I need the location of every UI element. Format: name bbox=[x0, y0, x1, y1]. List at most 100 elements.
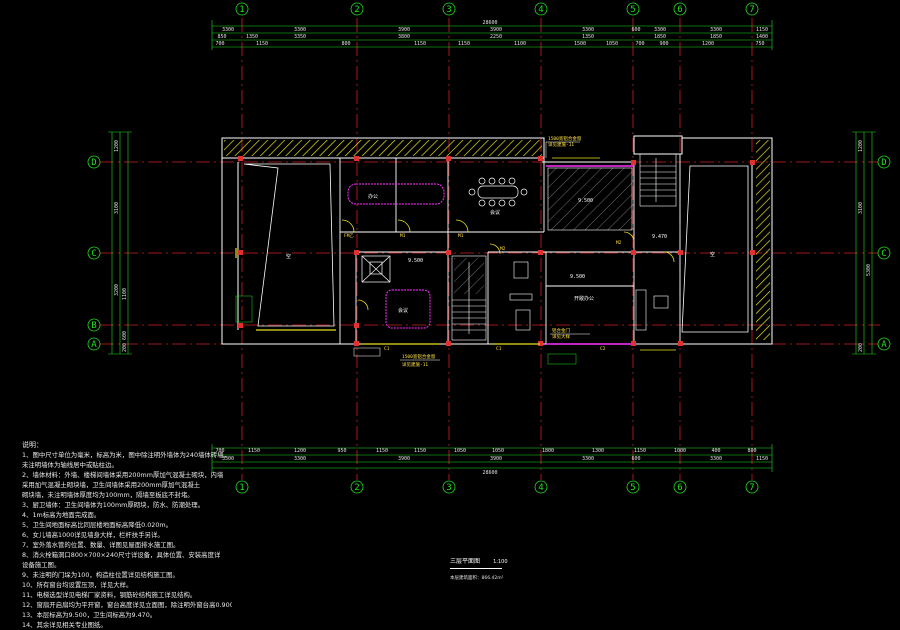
hatched-parapet-top bbox=[224, 140, 542, 156]
axis-label-2: 2 bbox=[354, 5, 359, 15]
room-label-meeting-small: 会议 bbox=[398, 307, 408, 314]
conference-tables bbox=[347, 165, 634, 345]
room-label-office: 办公 bbox=[368, 193, 378, 200]
stair-center-treads bbox=[452, 299, 486, 331]
svg-text:1150: 1150 bbox=[756, 27, 768, 33]
room-label-void-left: 空 bbox=[286, 253, 291, 260]
outer-walls bbox=[221, 135, 773, 345]
room-label-meeting: 会议 bbox=[490, 209, 500, 216]
svg-text:M2: M2 bbox=[616, 240, 622, 246]
svg-text:1150: 1150 bbox=[756, 456, 768, 462]
axis-label-1: 1 bbox=[239, 5, 244, 15]
svg-text:1150: 1150 bbox=[256, 41, 268, 47]
svg-text:1350: 1350 bbox=[582, 34, 594, 40]
door-tags: FM乙 M1 M1 M2 M2 C1 C1 C2 bbox=[344, 232, 622, 352]
svg-text:1050: 1050 bbox=[492, 448, 504, 454]
dimension-text-top: 28600 3300 3300 3900 3900 3300 600 3300 … bbox=[215, 20, 768, 47]
dimension-lines-side bbox=[108, 131, 876, 355]
svg-text:1100: 1100 bbox=[122, 288, 128, 300]
axis-bubbles-top bbox=[235, 2, 759, 16]
stair-right bbox=[639, 153, 677, 207]
svg-text:1850: 1850 bbox=[654, 34, 666, 40]
note-line: 7、室外落水管的位置、数量、详图见屋面排水施工图。 bbox=[22, 541, 180, 549]
svg-text:D: D bbox=[91, 158, 96, 168]
svg-text:1500: 1500 bbox=[574, 41, 586, 47]
callout-window-top: 1500宽铝合金窗 bbox=[548, 135, 582, 142]
svg-text:950: 950 bbox=[337, 448, 346, 454]
dimension-lines-top bbox=[211, 20, 773, 50]
elevation-terrace: 9.500 bbox=[578, 198, 593, 204]
note-line: 12、窗扇开启扇均为平开窗，窗台高度详见立面图，除注明外窗台高0.900m。 bbox=[22, 601, 232, 609]
svg-text:3300: 3300 bbox=[654, 27, 666, 33]
callout-leaders bbox=[400, 141, 590, 361]
svg-text:1200: 1200 bbox=[114, 140, 120, 152]
dimension-text-right: 1200 3100 5300 200 bbox=[858, 140, 872, 352]
elevation-lift: 9.500 bbox=[408, 258, 423, 264]
svg-text:5300: 5300 bbox=[866, 264, 872, 276]
dimension-lines-bottom bbox=[211, 444, 773, 472]
note-line: 4、1m标高为地面完成面。 bbox=[22, 511, 101, 519]
svg-text:1150: 1150 bbox=[414, 448, 426, 454]
svg-text:600: 600 bbox=[631, 27, 640, 33]
svg-text:3900: 3900 bbox=[490, 456, 502, 462]
note-line: 2、墙体材料：外墙、楼梯间墙体采用200mm厚加气混凝土砌块，内墙 bbox=[22, 471, 224, 479]
elevation-corridor: 9.470 bbox=[652, 234, 667, 240]
svg-text:B: B bbox=[91, 321, 96, 331]
svg-text:3300: 3300 bbox=[222, 27, 234, 33]
title-underline bbox=[450, 568, 502, 569]
svg-text:3100: 3100 bbox=[858, 202, 864, 214]
dimension-text-left: 1200 3100 3200 1100 600 200 bbox=[114, 140, 128, 352]
drawing-title-block: 三层平面图 1:100 本层建筑面积：866.42m² bbox=[450, 548, 530, 581]
svg-text:700: 700 bbox=[635, 41, 644, 47]
doors bbox=[341, 157, 676, 351]
note-line: 采用加气混凝土砌块墙，卫生间墙体采用200mm厚加气混凝土 bbox=[22, 481, 201, 489]
svg-text:1050: 1050 bbox=[454, 448, 466, 454]
meeting-table-chairs bbox=[468, 177, 528, 207]
note-line: 13、本层标高为9.500，卫生间标高为9.470。 bbox=[22, 611, 157, 619]
note-line: 10、所有窗台均设置压顶，详见大样。 bbox=[22, 581, 133, 589]
note-line: 设备施工图。 bbox=[22, 561, 61, 569]
svg-text:3900: 3900 bbox=[398, 456, 410, 462]
note-line: 砌块墙，未注明墙体厚度均为100mm，隔墙至板底不封堵。 bbox=[22, 491, 194, 499]
room-label-open-office: 开敞办公 bbox=[574, 295, 594, 302]
bottom-dim-box-2 bbox=[547, 353, 577, 365]
svg-text:M1: M1 bbox=[458, 233, 464, 239]
axis-labels-bottom: 1 2 3 4 5 6 7 bbox=[239, 483, 754, 493]
svg-text:700: 700 bbox=[215, 41, 224, 47]
svg-text:1150: 1150 bbox=[376, 448, 388, 454]
callout-window-bottom: 1500宽铝合金窗 bbox=[402, 353, 436, 360]
svg-text:4: 4 bbox=[538, 483, 543, 493]
hatched-wall-right bbox=[756, 140, 770, 340]
svg-text:1800: 1800 bbox=[542, 448, 554, 454]
axis-bubbles-bottom bbox=[235, 480, 759, 494]
callout-door-ref: 详见大样 bbox=[552, 333, 570, 340]
axis-labels-side: D C B A D C A bbox=[91, 158, 887, 350]
left-dim-box bbox=[235, 295, 253, 323]
svg-text:A: A bbox=[91, 340, 97, 350]
note-line: 1、图中尺寸单位为毫米，标高为米，图中除注明外墙体为240墙体砖墙， bbox=[22, 451, 230, 459]
svg-text:C2: C2 bbox=[600, 346, 606, 352]
axis-label-6: 6 bbox=[677, 5, 682, 15]
svg-text:800: 800 bbox=[341, 41, 350, 47]
axis-grid-vertical bbox=[241, 18, 753, 480]
svg-text:3900: 3900 bbox=[398, 27, 410, 33]
axis-label-4: 4 bbox=[538, 5, 543, 15]
svg-text:28600: 28600 bbox=[482, 20, 497, 26]
svg-text:3300: 3300 bbox=[710, 27, 722, 33]
svg-text:750: 750 bbox=[755, 41, 764, 47]
svg-text:1200: 1200 bbox=[702, 41, 714, 47]
svg-text:600: 600 bbox=[631, 456, 640, 462]
svg-text:3200: 3200 bbox=[114, 284, 120, 296]
stair-center-hatch bbox=[454, 258, 484, 294]
note-line: 6、女儿墙高1000详见墙身大样，栏杆扶手另详。 bbox=[22, 531, 164, 539]
svg-text:3300: 3300 bbox=[294, 456, 306, 462]
svg-text:7: 7 bbox=[749, 483, 754, 493]
svg-text:1350: 1350 bbox=[246, 34, 258, 40]
svg-text:850: 850 bbox=[217, 34, 226, 40]
note-line: 14、其余详见相关专业图纸。 bbox=[22, 621, 107, 629]
svg-text:200: 200 bbox=[858, 343, 864, 352]
svg-text:200: 200 bbox=[122, 343, 128, 352]
svg-text:6: 6 bbox=[677, 483, 682, 493]
callout-door: 铝合金门 bbox=[552, 327, 570, 334]
